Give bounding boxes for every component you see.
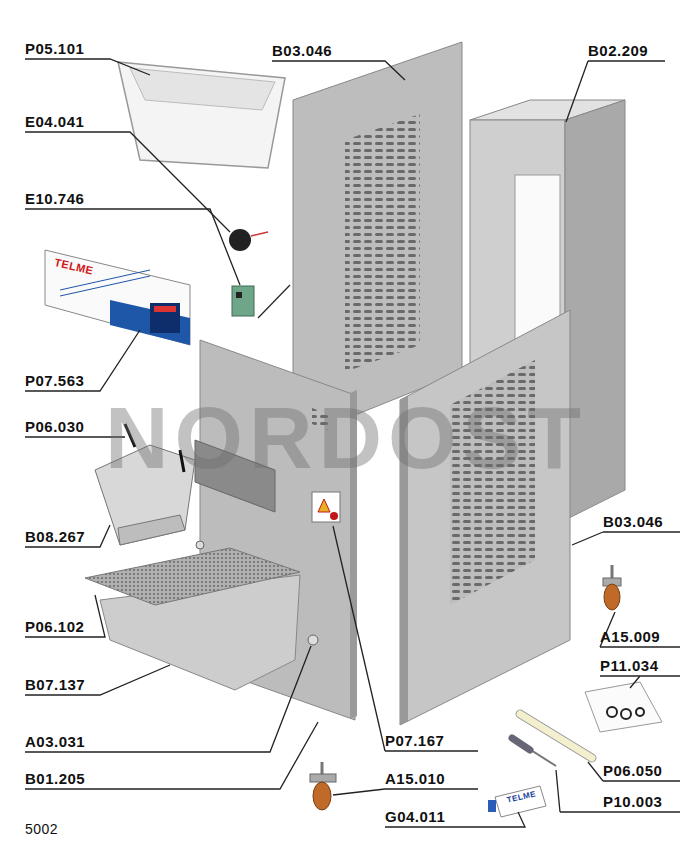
part-number: B02.209 [588, 42, 648, 60]
part-number: P07.563 [25, 372, 84, 390]
part-number: B07.137 [25, 676, 85, 694]
part-number: A03.031 [25, 733, 85, 751]
part-number: B03.046 [272, 42, 332, 60]
part-number: P10.003 [603, 793, 662, 811]
part-number: P11.034 [600, 657, 659, 675]
part-number: P05.101 [25, 40, 84, 58]
part-number: E10.746 [25, 190, 84, 208]
part-number: P07.167 [385, 732, 444, 750]
watermark: NORDOST [105, 393, 587, 483]
part-number: G04.011 [385, 808, 445, 826]
part-number: B03.046 [603, 513, 663, 531]
part-number: A15.010 [385, 770, 445, 788]
drawing-number: 5002 [25, 820, 58, 838]
part-number: P06.102 [25, 618, 84, 636]
part-number: P06.030 [25, 418, 84, 436]
part-number: P06.050 [603, 762, 662, 780]
part-number: A15.009 [600, 628, 660, 646]
part-number: B01.205 [25, 770, 85, 788]
part-number: B08.267 [25, 528, 85, 546]
part-number: E04.041 [25, 113, 84, 131]
